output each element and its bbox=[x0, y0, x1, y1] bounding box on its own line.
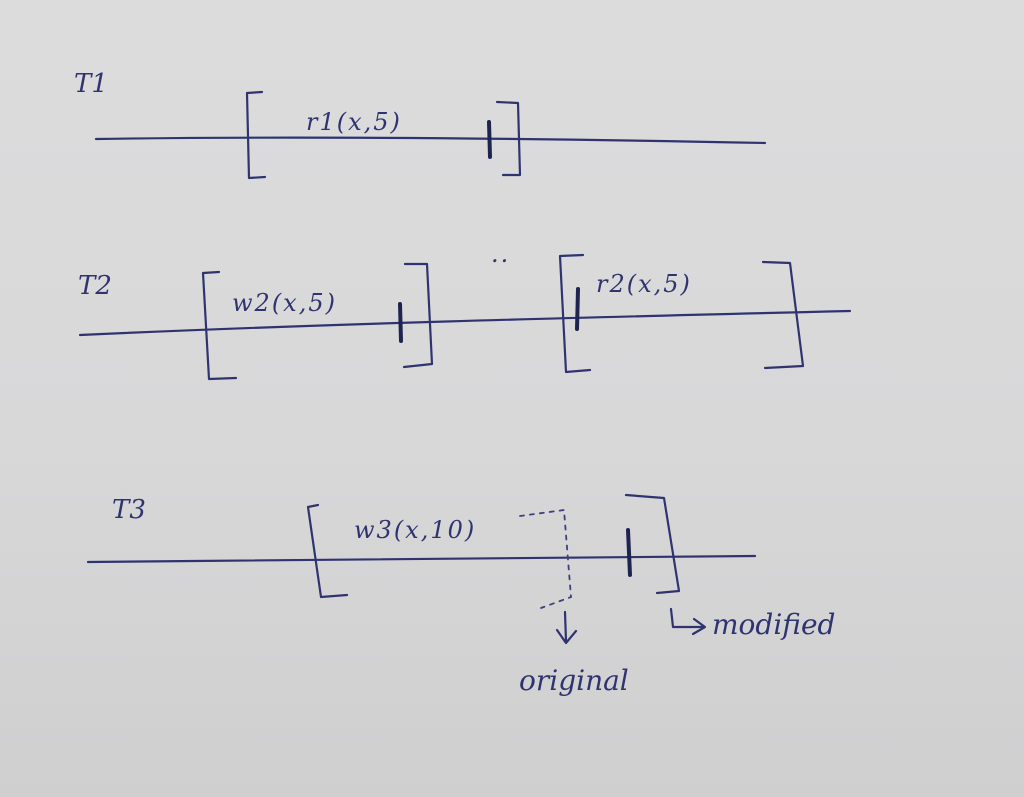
original-arrow-icon bbox=[555, 610, 578, 645]
t2-w2-commit-mark bbox=[398, 302, 403, 343]
modified-annotation: modified bbox=[712, 608, 835, 641]
original-annotation: original bbox=[519, 664, 629, 697]
t1-open-bracket bbox=[245, 90, 267, 180]
t1-op-r1: r1(x,5) bbox=[306, 108, 402, 136]
t3-timeline bbox=[86, 554, 757, 564]
t2-r2-close-bracket bbox=[761, 260, 805, 370]
t3-group: T3 w3(x,10) original modified bbox=[86, 493, 835, 697]
t3-original-dotted-bracket bbox=[519, 508, 572, 609]
t3-op-w3: w3(x,10) bbox=[354, 516, 476, 544]
t3-commit-mark-modified bbox=[626, 528, 632, 577]
t2-group: T2 w2(x,5) .. r2(x,5) bbox=[78, 240, 852, 381]
t2-r2-open-bracket bbox=[558, 253, 592, 374]
t2-timeline bbox=[78, 309, 852, 337]
t1-timeline bbox=[94, 136, 767, 145]
t2-w2-close-bracket bbox=[402, 262, 434, 369]
t2-op-w2: w2(x,5) bbox=[232, 289, 337, 317]
t1-label: T1 bbox=[74, 69, 108, 99]
t3-label: T3 bbox=[112, 495, 146, 525]
modified-arrow-icon bbox=[669, 607, 707, 636]
t1-group: T1 r1(x,5) bbox=[74, 69, 767, 180]
t2-gap-dots: .. bbox=[491, 240, 510, 268]
t1-close-bracket bbox=[495, 100, 522, 177]
t1-commit-mark bbox=[487, 120, 492, 159]
t2-label: T2 bbox=[78, 271, 112, 301]
t2-op-r2: r2(x,5) bbox=[596, 270, 692, 298]
t3-close-bracket bbox=[624, 493, 681, 595]
t2-w2-open-bracket bbox=[201, 270, 238, 381]
t3-open-bracket bbox=[306, 503, 349, 599]
t2-r2-start-mark bbox=[575, 287, 580, 331]
